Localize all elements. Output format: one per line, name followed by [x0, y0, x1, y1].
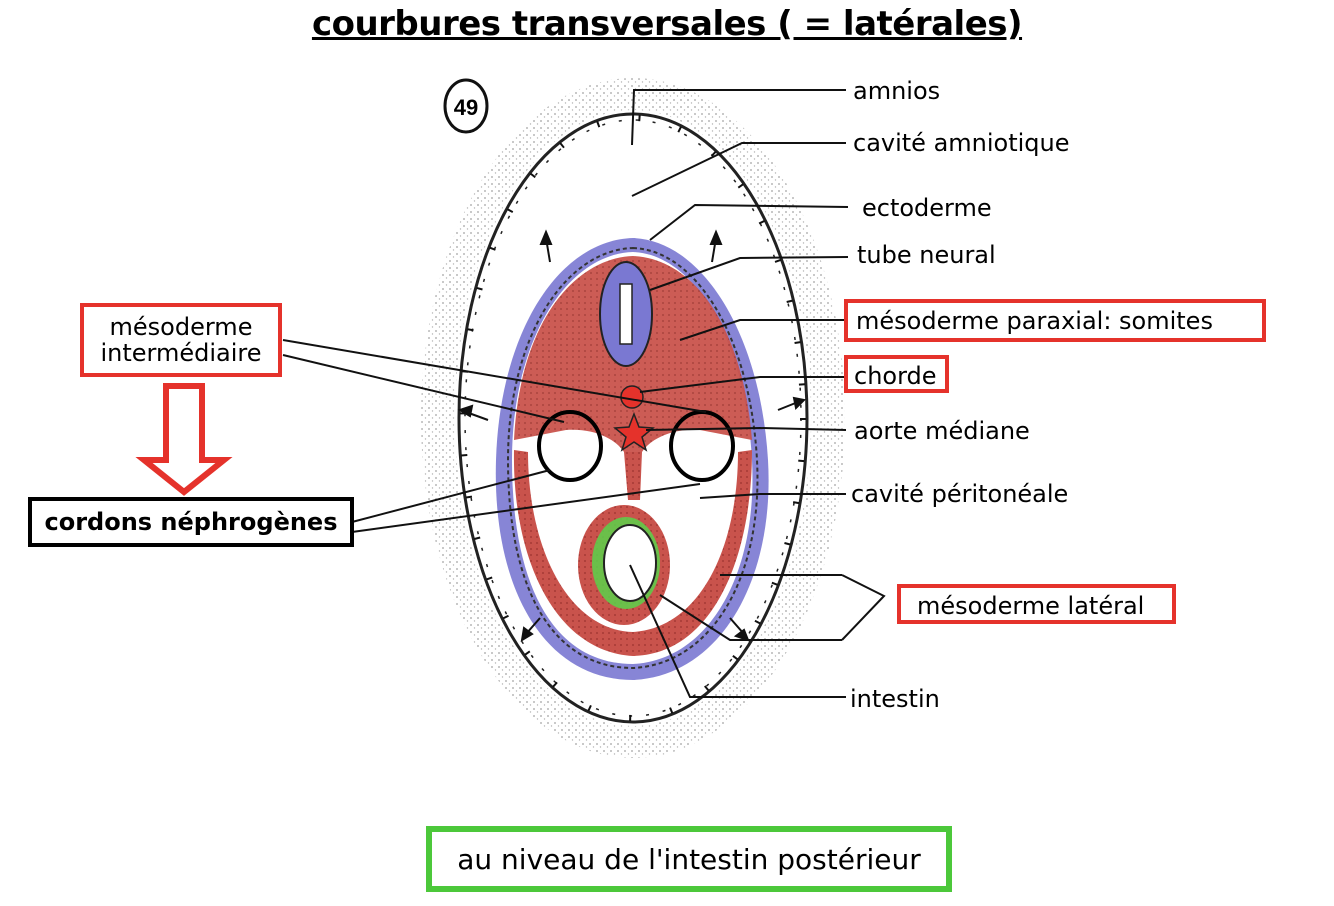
intestine — [578, 505, 670, 625]
label-ectoderme: ectoderme — [862, 196, 992, 220]
down-arrow — [144, 386, 224, 492]
notochord — [621, 386, 643, 408]
box-mesoderme-lateral: mésoderme latéral — [897, 584, 1176, 624]
label-intestin: intestin — [850, 687, 940, 711]
label-mesoderme-paraxial: mésoderme paraxial: somites — [856, 309, 1262, 333]
label-cavite-peritoneale: cavité péritonéale — [851, 482, 1068, 506]
label-chorde: chorde — [854, 364, 945, 388]
box-cordons-nephrogenes: cordons néphrogènes — [28, 497, 354, 547]
label-tube-neural: tube neural — [857, 243, 996, 267]
label-mesoderme-intermediaire-2: intermédiaire — [100, 340, 261, 366]
label-amnios: amnios — [853, 79, 940, 103]
label-aorte-mediane: aorte médiane — [854, 419, 1030, 443]
box-mesoderme-paraxial: mésoderme paraxial: somites — [844, 299, 1266, 342]
figure-number: 49 — [454, 95, 478, 120]
label-mesoderme-lateral: mésoderme latéral — [917, 594, 1172, 618]
box-mesoderme-intermediaire: mésoderme intermédiaire — [80, 303, 282, 377]
label-cordons-nephrogenes: cordons néphrogènes — [44, 510, 337, 534]
neural-tube — [600, 262, 652, 366]
box-chorde: chorde — [844, 355, 949, 393]
footer-caption: au niveau de l'intestin postérieur — [426, 826, 952, 892]
label-cavite-amniotique: cavité amniotique — [853, 131, 1070, 155]
label-mesoderme-intermediaire-1: mésoderme — [110, 314, 253, 340]
